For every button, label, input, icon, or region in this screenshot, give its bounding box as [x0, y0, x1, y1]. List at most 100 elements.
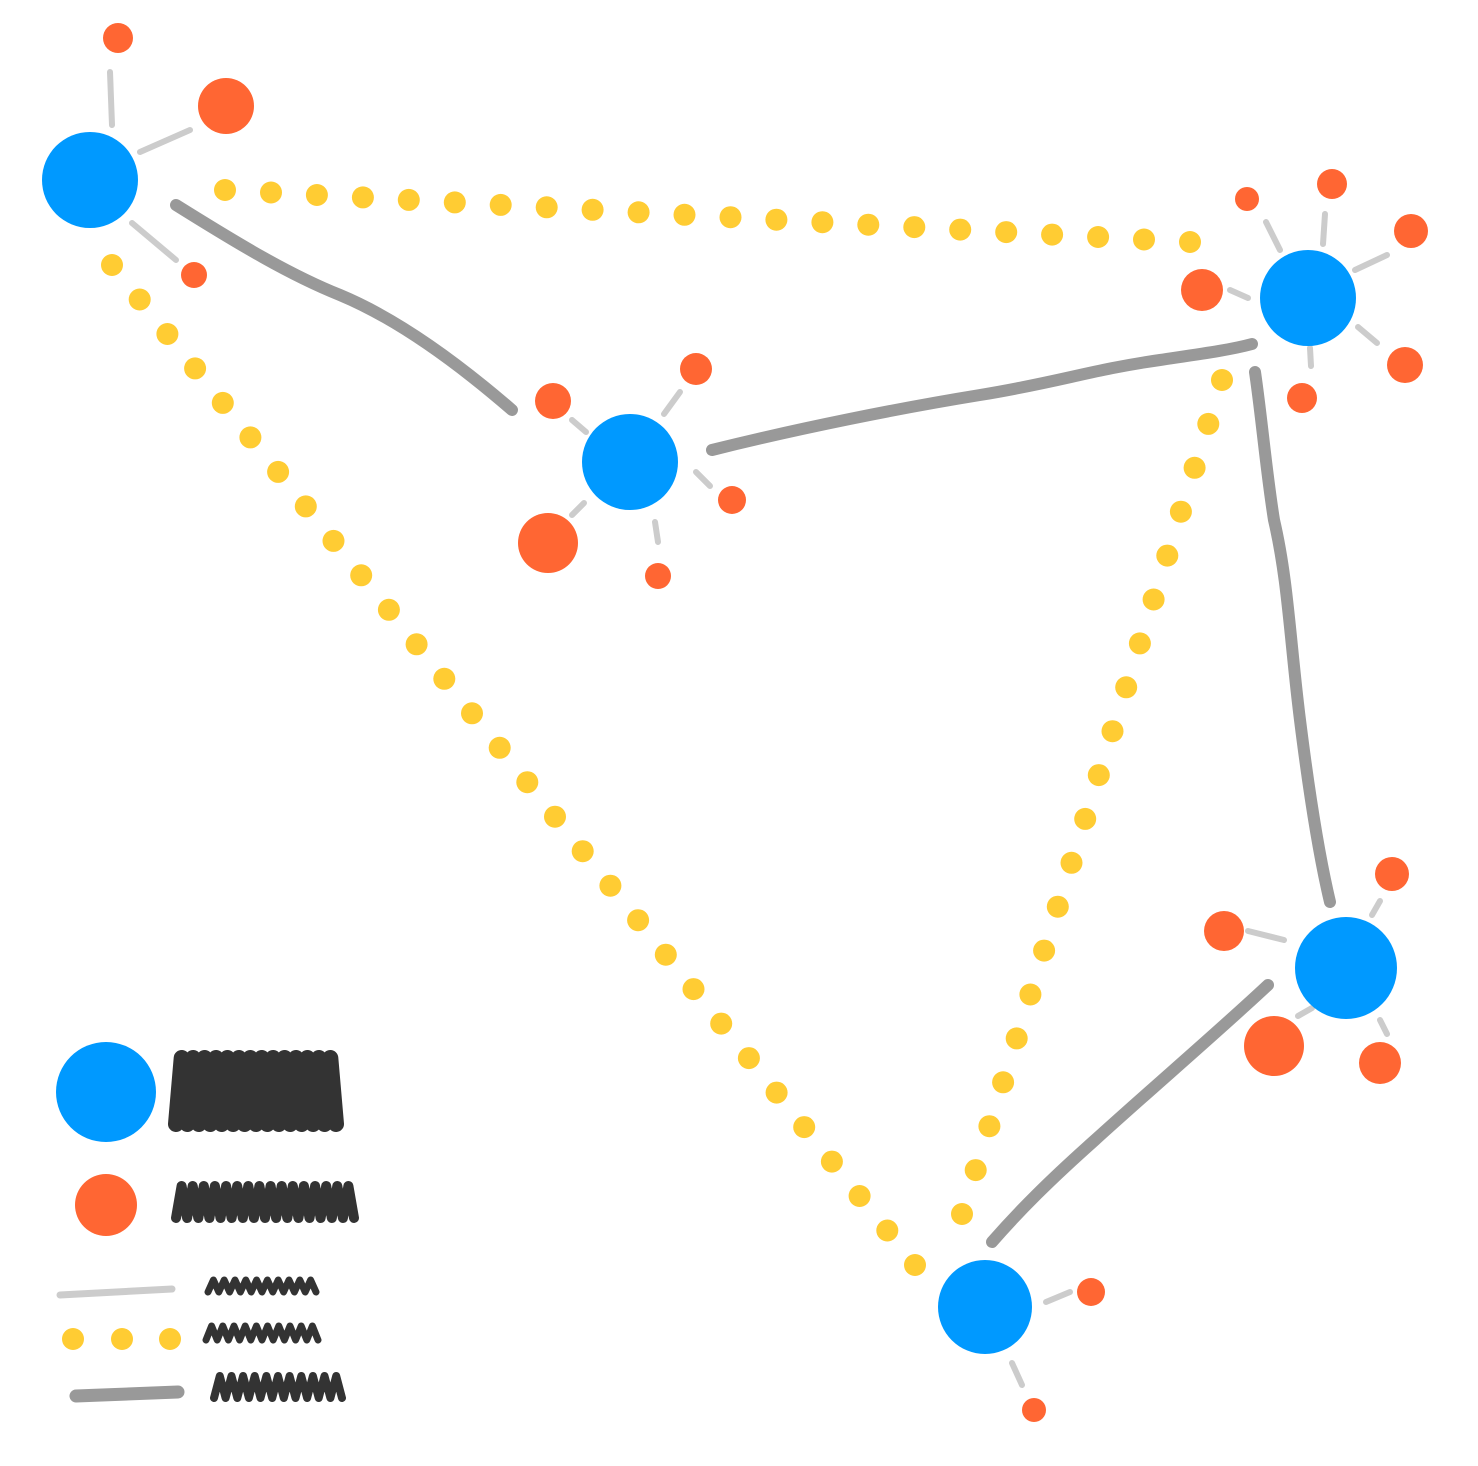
dot: [820, 1150, 843, 1173]
dot: [627, 201, 650, 224]
dot: [544, 805, 566, 828]
dot: [1019, 983, 1042, 1006]
legend-hub-node-symbol: [56, 1042, 156, 1142]
hub-top-right-leaf-node-5: [1387, 347, 1423, 383]
dot: [1179, 231, 1201, 253]
legend-leaf-node-symbol: [75, 1174, 137, 1236]
dot: [627, 909, 650, 932]
hub-bottom-leaf-node-1: [1077, 1278, 1105, 1306]
hub-center-leaf-node-4: [518, 513, 578, 573]
dot: [951, 1203, 973, 1225]
dot: [294, 495, 317, 518]
hub-top-left-leaf-link-3: [129, 220, 179, 263]
dot: [535, 196, 558, 219]
dot: [1142, 588, 1165, 611]
dot: [978, 1115, 1001, 1138]
dot: [351, 186, 374, 209]
hub-top-left-leaf-node-2: [198, 78, 254, 134]
dot: [719, 206, 742, 229]
hub-bottom-leaf-node-2: [1022, 1398, 1046, 1422]
dot: [1074, 807, 1097, 830]
dot: [992, 1071, 1015, 1094]
legend-heavy-link-symbol: [69, 1385, 185, 1403]
dot: [1087, 764, 1110, 787]
heavy-link-hub-center-hub-top-right: [706, 338, 1258, 456]
hub-top-left-leaf-node-1: [103, 23, 133, 53]
hub-right-node: [1295, 917, 1397, 1019]
hub-center-leaf-link-4: [569, 500, 587, 518]
legend-leaf-node-label-scribble: [171, 1181, 359, 1223]
hub-bottom-leaf-link-1: [1043, 1289, 1073, 1305]
dot: [516, 771, 539, 794]
dot: [1087, 226, 1110, 248]
legend-entry-light-link: [56, 1276, 320, 1299]
hub-top-right-leaf-node-3: [1394, 214, 1428, 248]
legend-dotted-link-label-scribble: [202, 1322, 322, 1344]
legend-entry-hub-node: [56, 1042, 344, 1142]
dot: [904, 1254, 926, 1276]
dot: [260, 181, 282, 204]
dot: [571, 840, 594, 863]
dot: [1041, 223, 1064, 246]
dot: [599, 874, 622, 897]
dotted-links-layer: [101, 179, 1233, 1276]
dot: [489, 193, 512, 216]
heavy-links-layer: [170, 199, 1336, 1248]
dot: [488, 736, 511, 759]
hub-right-leaf-node-3: [1244, 1016, 1304, 1076]
hub-right-leaf-link-1: [1245, 928, 1287, 943]
dot: [793, 1116, 816, 1139]
hub-center-leaf-link-2: [661, 389, 683, 417]
heavy-link-hub-top-left-hub-center: [170, 199, 518, 416]
leaf-nodes-layer: [103, 23, 1428, 1422]
hub-top-left-node: [42, 132, 138, 228]
legend-light-link-label-scribble: [204, 1276, 320, 1296]
legend-light-link-symbol: [56, 1285, 176, 1299]
dot: [654, 943, 677, 966]
hub-top-right-leaf-node-1: [1235, 187, 1259, 211]
hub-right-leaf-node-4: [1359, 1042, 1401, 1084]
dot: [949, 218, 972, 241]
hub-top-left-leaf-node-3: [181, 262, 207, 288]
dot: [903, 216, 926, 239]
dot: [350, 564, 373, 587]
legend-entry-leaf-node: [75, 1174, 359, 1236]
dot: [581, 198, 604, 221]
dot: [1156, 544, 1179, 567]
dot: [1005, 1027, 1028, 1050]
dot: [405, 633, 428, 656]
legend-heavy-link-label-scribble: [210, 1372, 346, 1402]
dot: [443, 191, 466, 214]
hub-top-right-leaf-link-3: [1352, 252, 1390, 273]
dot: [848, 1185, 871, 1207]
dot: [765, 208, 788, 231]
heavy-link-hub-right-hub-bottom: [986, 979, 1274, 1248]
dot: [433, 667, 456, 690]
dot: [995, 221, 1018, 244]
legend-hub-node-label-scribble: [168, 1050, 344, 1132]
dotted-link-hub-top-left-hub-bottom: [101, 254, 926, 1276]
dot: [128, 288, 151, 311]
dot: [1060, 851, 1083, 874]
hub-center-leaf-node-2: [680, 353, 712, 385]
hub-top-right-node: [1260, 250, 1356, 346]
heavy-link-hub-top-right-hub-right: [1249, 366, 1336, 908]
hub-center-leaf-link-5: [652, 519, 661, 545]
hub-top-left-leaf-link-1: [107, 69, 115, 128]
dot: [1169, 500, 1192, 523]
hub-top-left-leaf-link-2: [137, 127, 193, 155]
dot: [267, 460, 290, 483]
dot: [1211, 369, 1233, 391]
dot: [673, 203, 696, 226]
hub-top-right-leaf-node-4: [1181, 269, 1223, 311]
dot: [857, 213, 880, 236]
dot: [1101, 720, 1124, 743]
hub-center-leaf-link-3: [693, 469, 713, 489]
dot: [710, 1012, 733, 1035]
dot: [1197, 412, 1220, 435]
hub-top-right-leaf-link-5: [1355, 324, 1380, 346]
dot: [101, 254, 123, 276]
hub-center-leaf-link-1: [569, 417, 589, 435]
dot: [1133, 228, 1155, 251]
dot: [1115, 676, 1138, 699]
